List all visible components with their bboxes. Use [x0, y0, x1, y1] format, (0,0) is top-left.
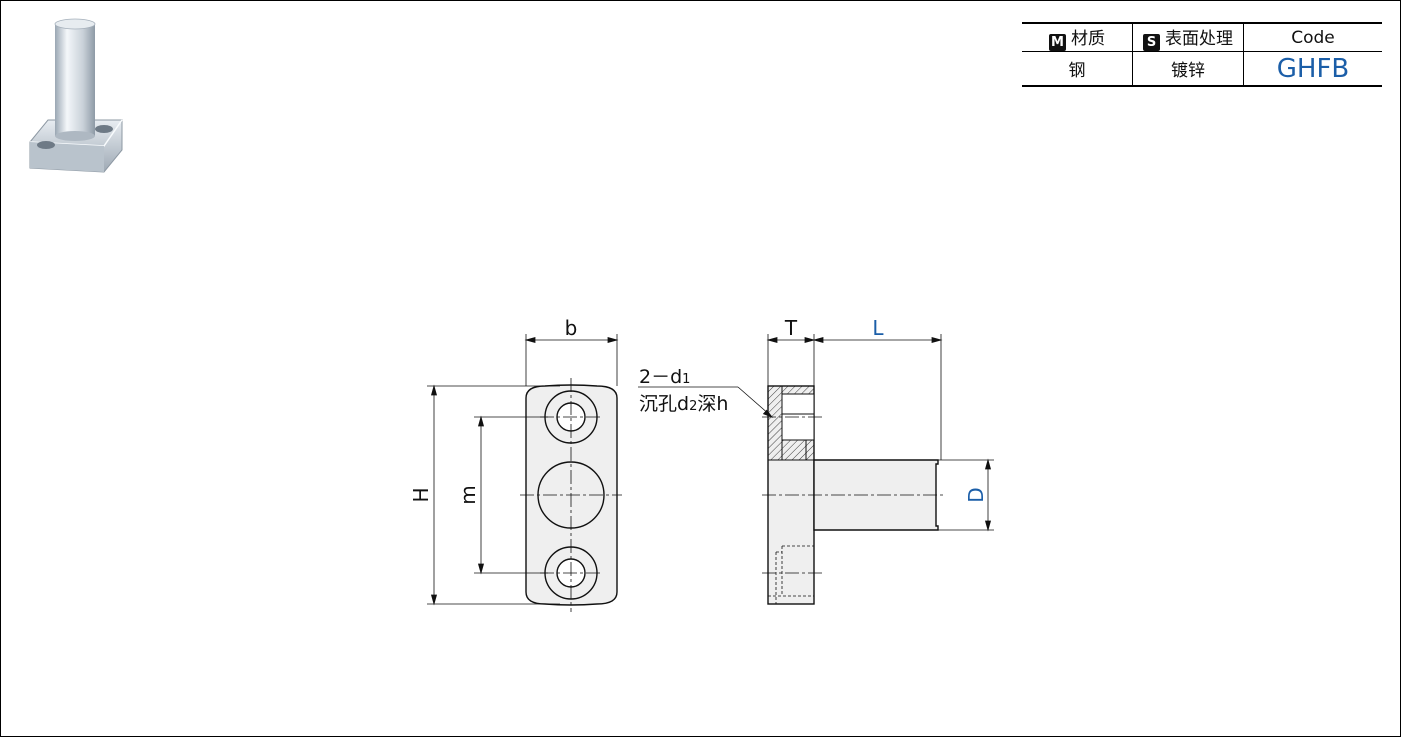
- spec-table-value-row: 钢 镀锌 GHFB: [1022, 51, 1382, 87]
- dimension-T: [766, 334, 816, 460]
- material-header: M 材质: [1022, 22, 1133, 52]
- dim-label-b: b: [565, 316, 578, 340]
- code-header: Code: [1243, 22, 1382, 52]
- dim-label-m: m: [456, 485, 480, 504]
- hole-note-leader: [638, 386, 774, 418]
- dimension-L: [812, 334, 943, 460]
- dim-label-H: H: [409, 487, 433, 502]
- material-header-label: 材质: [1071, 29, 1105, 49]
- side-hidden-hole: [768, 545, 814, 604]
- front-centerlines: [520, 378, 622, 612]
- dimension-b: [524, 334, 619, 386]
- dimension-m: [474, 415, 548, 575]
- hole-note-line2: 沉孔d2深h: [639, 393, 728, 415]
- spec-table-header-row: M 材质 S 表面处理 Code: [1022, 22, 1382, 52]
- side-section-hatch: [767, 385, 815, 461]
- code-value: GHFB: [1243, 51, 1382, 87]
- surface-header: S 表面处理: [1132, 22, 1244, 52]
- surface-badge: S: [1143, 34, 1160, 51]
- dim-label-L: L: [872, 316, 884, 340]
- dim-label-D: D: [964, 487, 988, 502]
- dim-label-T: T: [784, 316, 798, 340]
- material-value: 钢: [1022, 51, 1133, 87]
- surface-value: 镀锌: [1132, 51, 1244, 87]
- dimension-D: [938, 458, 994, 532]
- hole-note-line1: 2－d1: [639, 366, 690, 388]
- dimension-H: [427, 384, 560, 606]
- material-badge: M: [1049, 34, 1066, 51]
- surface-header-label: 表面处理: [1165, 29, 1233, 49]
- spec-table: M 材质 S 表面处理 Code 钢 镀锌 GHFB: [1022, 22, 1382, 87]
- product-image: [29, 18, 123, 173]
